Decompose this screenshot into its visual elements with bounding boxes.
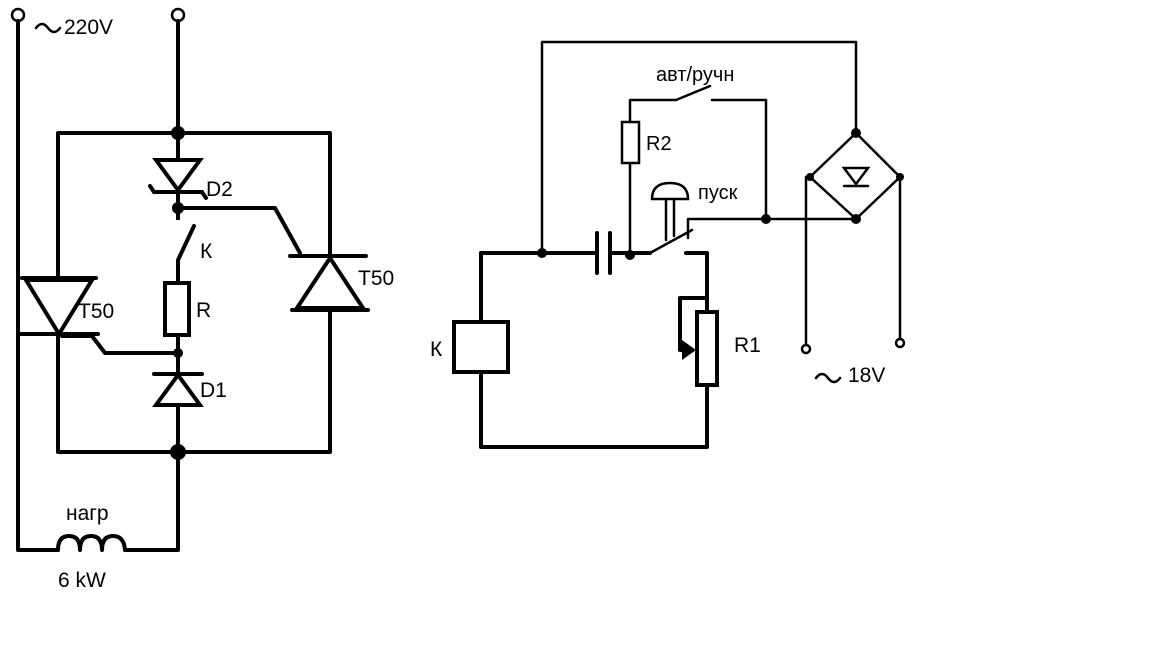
load-power-label: 6 kW — [58, 569, 106, 592]
switch-label: авт/ручн — [656, 64, 734, 86]
r1-label: R1 — [734, 334, 761, 357]
junction-dot — [851, 214, 861, 224]
r-label: R — [196, 299, 211, 322]
wire-top-loop — [540, 40, 858, 255]
junction-dot — [851, 128, 861, 138]
terminal-18v-left — [800, 343, 812, 355]
wire-bottom-feed — [123, 450, 180, 552]
ac-tilde-icon — [814, 372, 842, 384]
supply-voltage-label: 220V — [64, 16, 113, 39]
thyristor-right-label: T50 — [358, 267, 394, 290]
wire-contact-r1 — [684, 251, 709, 314]
supply-18v-label: 18V — [848, 364, 885, 387]
terminal-18v-right — [894, 337, 906, 349]
junction-dot — [625, 250, 635, 260]
potentiometer-r1 — [695, 310, 719, 387]
d2-label: D2 — [206, 178, 233, 201]
button-label: пуск — [698, 182, 738, 204]
switch-k-contact — [176, 224, 196, 262]
push-button-contact — [648, 228, 694, 255]
push-button-cap — [650, 181, 690, 201]
junction-dot — [896, 173, 904, 181]
d1-label: D1 — [200, 379, 227, 402]
wire-gate-right — [176, 206, 302, 255]
diode-d2 — [148, 158, 208, 200]
bridge-diode-icon — [841, 166, 871, 187]
right-circuit: К авт/ручн R2 пуск R1 18V — [430, 40, 906, 449]
junction-dot — [173, 348, 183, 358]
wire-left-rail — [16, 19, 60, 552]
ac-tilde-icon — [34, 22, 62, 34]
wire-outer-frame — [56, 131, 332, 454]
r2-label: R2 — [646, 133, 672, 155]
wire-to-bridge — [686, 217, 858, 240]
thyristor-right — [288, 254, 370, 312]
thyristor-left-label: T50 — [78, 300, 114, 323]
diode-d1 — [152, 371, 204, 407]
wire-r2-up — [628, 98, 678, 124]
junction-dot — [170, 444, 186, 460]
wire-gate-left — [60, 334, 180, 355]
coil-label: К — [430, 338, 443, 361]
left-circuit: 220V D2 К R D1 — [10, 7, 394, 592]
wire-bottom-loop — [479, 370, 709, 449]
switch-auto-manual — [674, 84, 712, 102]
resistor-r2 — [620, 120, 641, 165]
relay-coil-k — [452, 320, 510, 374]
junction-dot — [761, 214, 771, 224]
k-label: К — [200, 240, 213, 263]
thyristor-left — [18, 276, 100, 338]
junction-dot — [171, 126, 185, 140]
junction-dot — [172, 202, 184, 214]
wiper-arrow-icon — [682, 340, 696, 360]
load-label: нагр — [66, 502, 109, 525]
junction-dot — [537, 248, 547, 258]
wire-switch-right — [710, 98, 768, 221]
junction-dot — [806, 173, 814, 181]
load-inductor — [56, 534, 127, 552]
resistor-r — [163, 281, 191, 337]
